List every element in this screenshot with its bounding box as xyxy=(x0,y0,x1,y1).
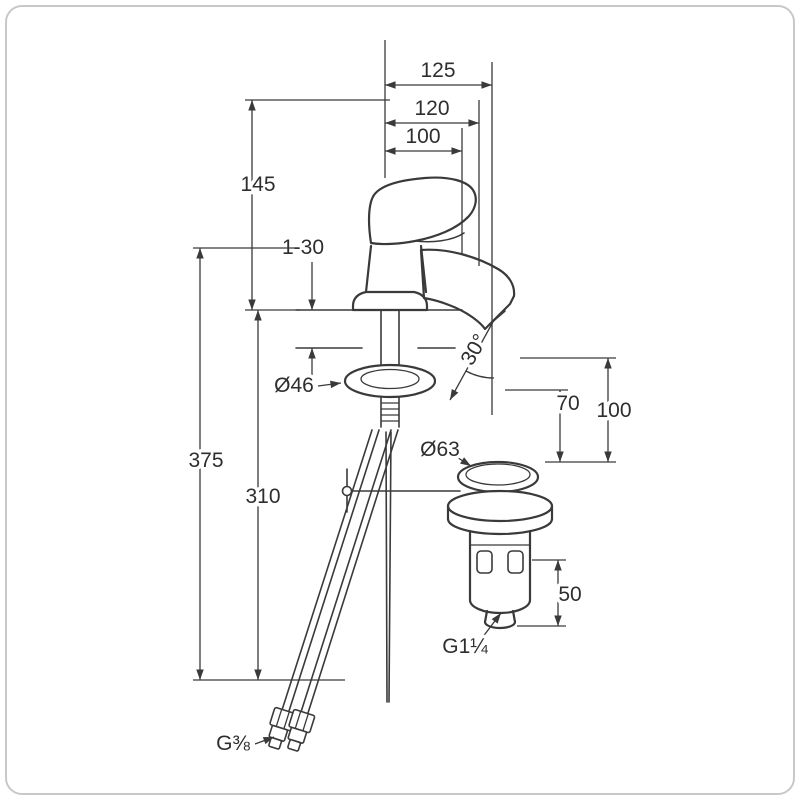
dim-label-g38: G⅜ xyxy=(216,732,250,755)
dim-stream-angle: 30° xyxy=(449,319,496,401)
waste-slot-right xyxy=(507,550,524,574)
waste-flange-bottom xyxy=(446,517,554,536)
dim-label-375: 375 xyxy=(188,449,223,472)
mounting-deck xyxy=(295,309,463,349)
faucet-body xyxy=(351,244,429,312)
pull-rod xyxy=(385,431,388,703)
spout xyxy=(419,248,516,331)
lever-handle xyxy=(367,176,477,246)
dim-label-g114: G1¼ xyxy=(442,635,488,658)
dim-projection-mid: 120 xyxy=(385,94,480,266)
waste-body-bottom xyxy=(468,598,532,615)
handle-lip xyxy=(414,232,465,243)
dim-label-d46: Ø46 xyxy=(274,374,314,397)
supply-hose-right-edge xyxy=(307,429,399,714)
dim-label-310: 310 xyxy=(245,485,280,508)
dim-length-hose: 310 xyxy=(242,310,284,680)
dim-label-30deg: 30° xyxy=(456,330,492,369)
dim-label-145: 145 xyxy=(240,173,275,196)
pop-up-waste xyxy=(446,460,554,630)
pull-rod-edge xyxy=(388,431,392,703)
callout-waste-thread: G1¼ xyxy=(439,612,502,662)
rod-joint xyxy=(341,485,353,497)
supply-hoses xyxy=(268,429,399,752)
callout-supply-thread: G⅜ xyxy=(213,729,275,759)
dim-label-125: 125 xyxy=(420,59,455,82)
base-flange xyxy=(343,363,437,399)
dim-label-70: 70 xyxy=(556,392,579,415)
dim-label-100-right: 100 xyxy=(596,399,631,422)
dim-length-total: 375 xyxy=(185,247,345,681)
supply-hose-left-edge xyxy=(288,429,380,712)
faucet-base xyxy=(351,290,429,312)
dim-height-body: 145 xyxy=(237,99,390,311)
waste-tailpiece xyxy=(483,620,517,630)
dim-waste-thread-length: 50 xyxy=(517,559,585,627)
dim-projection-overall: 125 xyxy=(385,56,493,415)
dim-label-100-top: 100 xyxy=(405,125,440,148)
dim-label-120: 120 xyxy=(414,97,449,120)
callout-base-diameter: Ø46 xyxy=(271,371,342,401)
pop-up-linkage xyxy=(341,431,461,703)
dim-clamp-thickness: 1-30 xyxy=(278,233,328,392)
waste-plug-dome xyxy=(456,460,540,494)
supply-hose-left xyxy=(281,429,373,711)
waste-flange xyxy=(446,489,554,523)
dim-projection-spout: 100 xyxy=(385,122,463,254)
dim-label-d63: Ø63 xyxy=(420,438,460,461)
page-border xyxy=(5,5,795,795)
supply-hose-right xyxy=(300,429,392,713)
dim-label-50: 50 xyxy=(558,583,581,606)
waste-plug-top xyxy=(465,463,531,486)
dim-height-outlet-inner: 70 xyxy=(505,389,583,462)
dim-height-outlet-outer: 100 xyxy=(520,357,635,463)
faucet xyxy=(295,176,516,428)
callout-waste-diameter: Ø63 xyxy=(417,435,472,467)
waste-slot-left xyxy=(476,550,493,574)
hose-nut-right xyxy=(287,708,316,752)
